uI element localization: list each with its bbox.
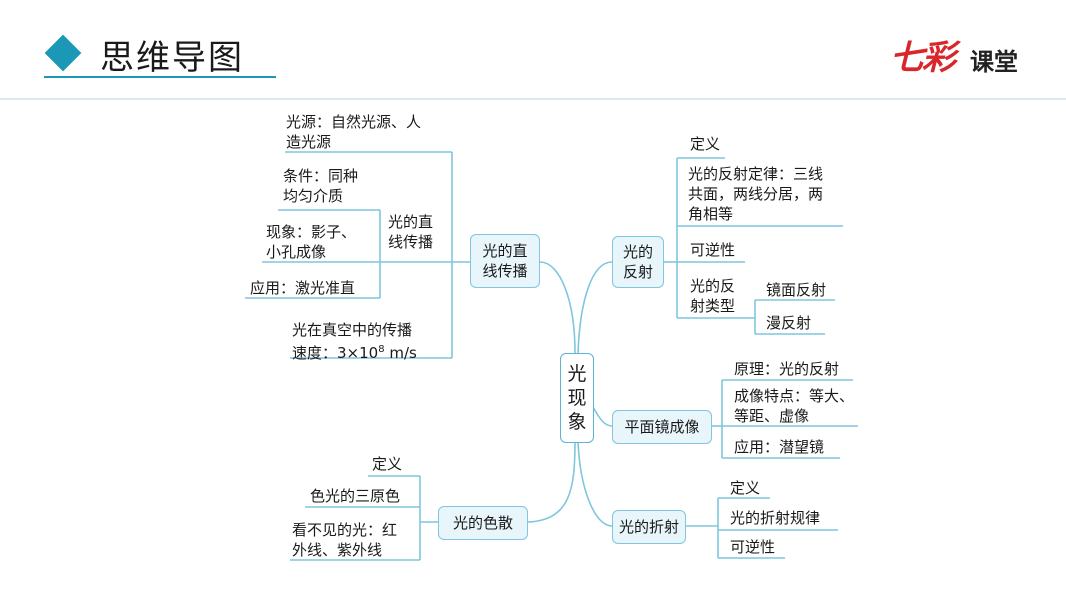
root-node: 光 现 象 xyxy=(560,353,594,443)
leaf-diffuse-reflection: 漫反射 xyxy=(766,314,812,332)
light-speed-text: 光在真空中的传播 速度：3×10 xyxy=(292,321,413,362)
brand-logo: 七彩 课堂 xyxy=(890,30,1040,80)
leaf-refraction-reversible: 可逆性 xyxy=(730,538,776,556)
leaf-refraction-definition: 定义 xyxy=(730,479,761,497)
page-title: 思维导图 xyxy=(100,38,244,78)
title-underline xyxy=(44,76,276,78)
leaf-light-source: 光源：自然光源、人 造光源 xyxy=(286,113,422,151)
node-straight-propagation: 光的直 线传播 xyxy=(470,234,540,288)
leaf-mirror-application: 应用：潜望镜 xyxy=(734,438,825,456)
leaf-light-speed: 光在真空中的传播 速度：3×108 m/s xyxy=(292,320,417,363)
leaf-phenomenon: 现象：影子、 小孔成像 xyxy=(266,223,357,261)
leaf-application: 应用：激光准直 xyxy=(250,279,356,297)
leaf-primary-colors: 色光的三原色 xyxy=(310,487,401,505)
leaf-dispersion-definition: 定义 xyxy=(372,455,403,473)
light-speed-exponent: 8 xyxy=(378,344,385,355)
logo-main-text: 七彩 xyxy=(890,38,956,78)
node-plane-mirror: 平面镜成像 xyxy=(612,410,712,444)
sub-node-reflection-types: 光的反 射类型 xyxy=(690,277,736,315)
header-divider xyxy=(0,98,1066,100)
leaf-mirror-features: 成像特点：等大、 等距、虚像 xyxy=(734,387,855,425)
node-dispersion: 光的色散 xyxy=(438,506,528,540)
leaf-condition: 条件：同种 均匀介质 xyxy=(283,167,359,205)
leaf-refraction-law: 光的折射规律 xyxy=(730,509,821,527)
leaf-reflection-definition: 定义 xyxy=(690,135,721,153)
leaf-specular-reflection: 镜面反射 xyxy=(766,281,827,299)
node-reflection: 光的 反射 xyxy=(612,236,664,288)
light-speed-unit: m/s xyxy=(384,344,417,362)
leaf-reflection-reversible: 可逆性 xyxy=(690,241,736,259)
leaf-reflection-law: 光的反射定律：三线 共面，两线分居，两 角相等 xyxy=(688,165,824,223)
sub-node-straight-propagation: 光的直 线传播 xyxy=(388,213,434,251)
logo-sub-text: 课堂 xyxy=(970,48,1018,76)
leaf-invisible-light: 看不见的光：红 外线、紫外线 xyxy=(292,521,398,559)
leaf-mirror-principle: 原理：光的反射 xyxy=(734,360,840,378)
node-refraction: 光的折射 xyxy=(612,510,686,544)
